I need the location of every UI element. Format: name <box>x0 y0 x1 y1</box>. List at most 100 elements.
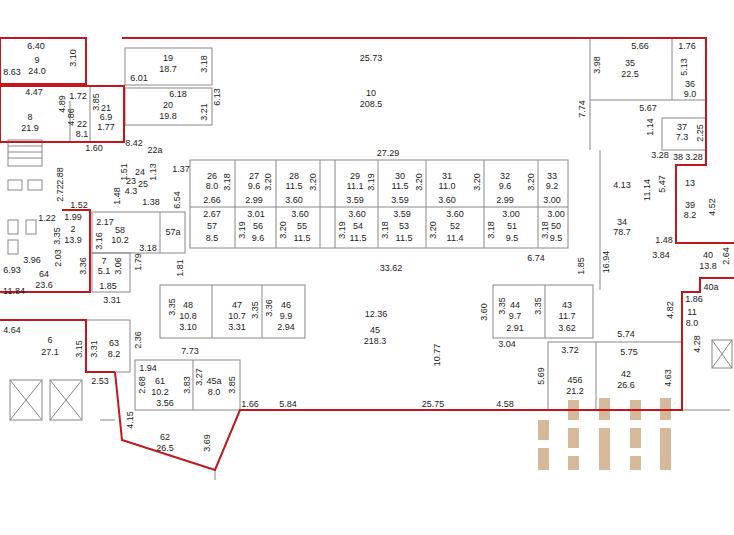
room-label: 3.96 <box>23 256 41 265</box>
dimension-label-vertical: 11.14 <box>643 179 652 201</box>
room-label: 3.59 <box>393 210 411 219</box>
dimension-label-vertical: 3.35 <box>251 301 260 319</box>
dimension-label-vertical: 3.85 <box>228 376 237 394</box>
dimension-label-vertical: 3.83 <box>183 376 192 394</box>
room-label: 1.77 <box>97 123 115 132</box>
room-label: 208.5 <box>360 100 383 109</box>
room-label: 58 <box>115 226 125 235</box>
room-label: 456 <box>567 376 582 385</box>
room-label: 3.59 <box>391 196 409 205</box>
room-label: 1.22 <box>38 214 56 223</box>
room-label: 56 <box>253 222 263 231</box>
dimension-label-vertical: 5.13 <box>680 58 689 76</box>
room-label: 8.5 <box>206 234 219 243</box>
dimension-label-vertical: 3.10 <box>69 49 78 67</box>
room-label: 9.0 <box>684 90 697 99</box>
dimension-label-vertical: 3.20 <box>527 173 536 191</box>
room-label: 29 <box>350 172 360 181</box>
dimension-label-vertical: 4.82 <box>666 301 675 319</box>
room-label: 22a <box>147 146 162 155</box>
room-label: 48 <box>183 301 193 310</box>
room-label: 6.01 <box>130 74 148 83</box>
room-label: 11 <box>687 308 696 317</box>
room-label: 28 <box>289 172 299 181</box>
room-label: 9.6 <box>248 182 261 191</box>
room-label: 6.9 <box>100 113 113 122</box>
room-label: 3.60 <box>291 210 309 219</box>
dimension-label-vertical: 3.36 <box>79 257 88 275</box>
room-label: 25 <box>138 180 148 189</box>
room-label: 40a <box>703 283 718 292</box>
dimension-label-vertical: 1.13 <box>149 163 158 181</box>
room-label: 3.56 <box>156 399 174 408</box>
room-label: 13 <box>685 179 695 188</box>
room-label: 6.18 <box>169 90 187 99</box>
room-label: 57a <box>165 228 180 237</box>
room-label: 3.28 <box>651 151 669 160</box>
room-label: 25.75 <box>422 400 445 409</box>
room-label: 13.9 <box>64 236 82 245</box>
dimension-label-vertical: 10.77 <box>433 344 442 367</box>
room-label: 19.8 <box>159 112 177 121</box>
room-label: 3.62 <box>558 324 576 333</box>
room-label: 30 <box>395 172 405 181</box>
dimension-label-vertical: 3.35 <box>168 298 177 316</box>
room-label: 10.7 <box>228 312 246 321</box>
room-label: 21.2 <box>566 387 584 396</box>
dimension-label-vertical: 2.68 <box>138 376 147 394</box>
room-label: 1.99 <box>64 213 82 222</box>
room-label: 3.60 <box>438 196 456 205</box>
room-label: 1.38 <box>142 198 160 207</box>
dimension-label-vertical: 2.25 <box>696 124 705 142</box>
lease-boundary <box>0 38 734 470</box>
room-label: 3.00 <box>502 210 520 219</box>
room-label: 39 <box>685 201 695 210</box>
dimension-label-vertical: 3.36 <box>265 299 274 317</box>
dimension-label-vertical: 3.16 <box>95 232 104 250</box>
room-label: 7.3 <box>676 133 689 142</box>
dimension-label-vertical: 3.98 <box>593 56 602 74</box>
room-label: 11.84 <box>3 287 25 296</box>
room-label: 5.75 <box>620 348 638 357</box>
dimension-label-vertical: 3.18 <box>487 221 496 239</box>
dimension-label-vertical: 4.63 <box>664 369 673 387</box>
dimension-label-vertical: 3.85 <box>92 93 101 111</box>
room-label: 46 <box>281 301 291 310</box>
room-label: 62 <box>160 433 170 442</box>
dimension-label-vertical: 3.18 <box>541 221 550 239</box>
dimension-label-vertical: 3.19 <box>367 173 376 191</box>
room-label: 20 <box>163 101 173 110</box>
dimension-label-vertical: 3.18 <box>200 55 209 73</box>
room-label: 3.00 <box>543 196 561 205</box>
room-label: 78.7 <box>613 228 631 237</box>
room-label: 6.74 <box>527 254 545 263</box>
room-label: 37 <box>677 123 687 132</box>
dimension-label-vertical: 1.81 <box>176 259 185 277</box>
room-label: 3.59 <box>346 196 364 205</box>
room-label: 3.10 <box>179 323 197 332</box>
room-label: 10.8 <box>179 312 197 321</box>
dimension-label-vertical: 3.06 <box>114 257 123 275</box>
room-label: 1.66 <box>241 400 259 409</box>
room-label: 31 <box>442 172 452 181</box>
room-label: 2.66 <box>203 196 221 205</box>
room-label: 3.28 <box>685 153 703 162</box>
dimension-label-vertical: 6.13 <box>213 88 222 106</box>
room-label: 19 <box>163 54 173 63</box>
room-label: 50 <box>551 222 561 231</box>
room-label: 22 <box>77 120 87 129</box>
dimension-label-vertical: 3.20 <box>264 173 273 191</box>
room-label: 11.0 <box>439 182 456 191</box>
dimension-label-vertical: 4.86 <box>67 108 76 126</box>
room-label: 13.8 <box>699 262 717 271</box>
room-label: 18.7 <box>159 65 177 74</box>
room-label: 2.17 <box>96 218 114 227</box>
room-label: 8.42 <box>125 139 143 148</box>
room-label: 3.72 <box>561 346 579 355</box>
room-label: 51 <box>507 222 517 231</box>
room-label: 2 <box>70 225 75 234</box>
dimension-label-vertical: 3.18 <box>223 173 232 191</box>
room-label: 9.5 <box>506 234 519 243</box>
dimension-label-vertical: 2.88 <box>56 167 65 185</box>
room-label: 42 <box>621 370 631 379</box>
